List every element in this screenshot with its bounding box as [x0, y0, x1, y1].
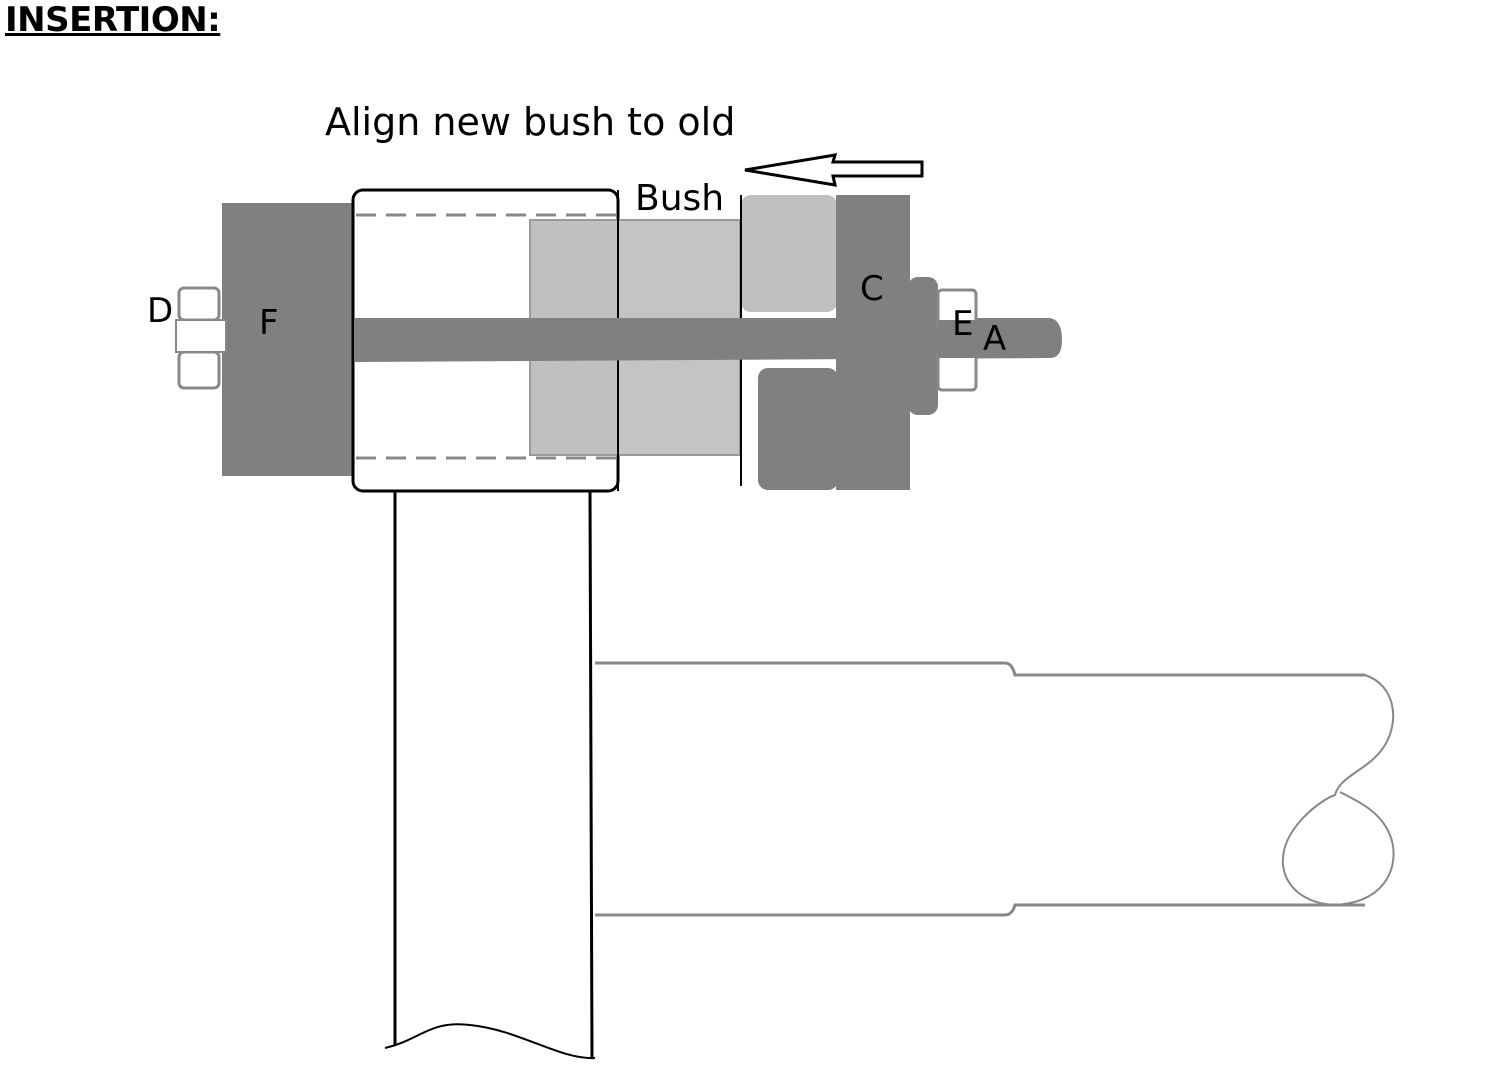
- nut-d: [175, 286, 227, 390]
- plate-f: [222, 203, 356, 476]
- label-e: E: [952, 304, 973, 344]
- plate-c: [836, 195, 910, 490]
- washer: [908, 277, 938, 415]
- label-d: D: [147, 291, 173, 331]
- label-c: C: [860, 269, 884, 309]
- caption: Align new bush to old: [325, 100, 735, 144]
- label-a: A: [983, 319, 1006, 359]
- vertical-tube: [384, 490, 596, 1060]
- section-title: INSERTION:: [5, 0, 221, 40]
- label-bush: Bush: [635, 178, 724, 219]
- direction-arrow-left: [744, 153, 924, 187]
- horizontal-tube: [595, 661, 1395, 917]
- nut-e: [936, 288, 980, 392]
- cup-upper: [741, 195, 837, 312]
- cup-lower: [758, 368, 838, 490]
- label-f: F: [259, 303, 279, 343]
